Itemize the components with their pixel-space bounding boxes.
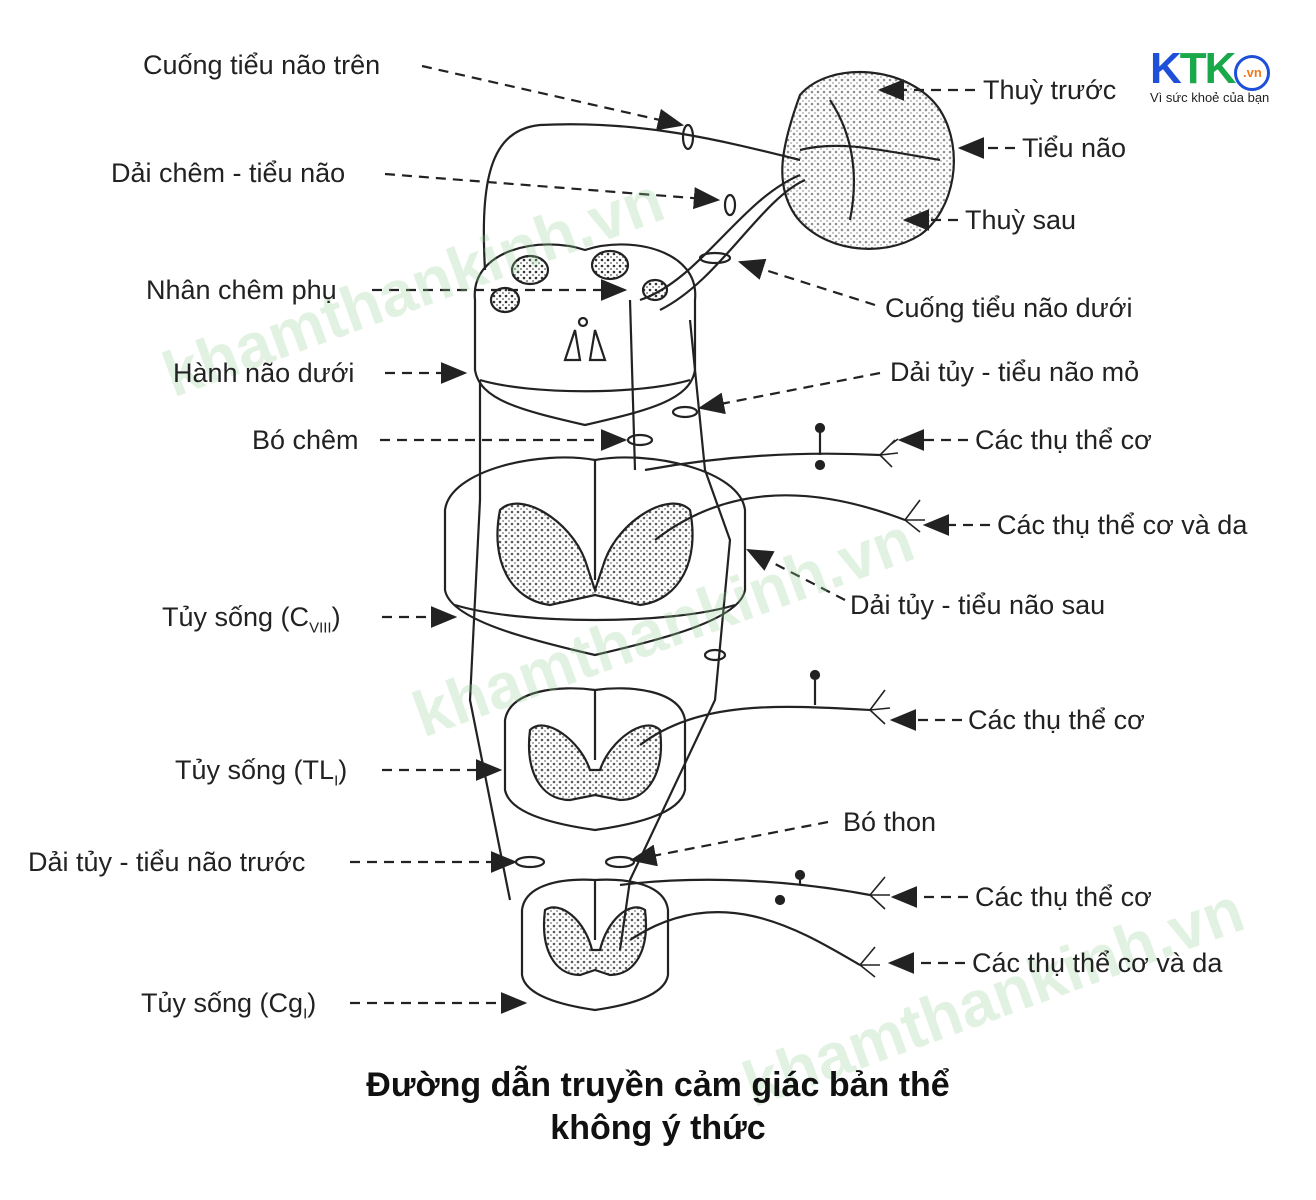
label-tieu-nao: Tiểu não	[1022, 133, 1127, 163]
label-thuy-sau: Thuỳ sau	[965, 205, 1077, 235]
label-cuong-tieu-nao-duoi: Cuống tiểu não dưới	[885, 293, 1133, 323]
cg-section	[520, 878, 670, 1012]
tl-section	[503, 687, 687, 832]
label-bo-thon: Bó thon	[843, 807, 937, 837]
diagram-title-line2: không ý thức	[550, 1109, 766, 1147]
label-dai-tuy-tieu-nao-sau: Dải tủy - tiểu não sau	[850, 590, 1106, 620]
label-thu-the-co-va-da: Các thụ thể cơ và da	[972, 948, 1223, 978]
label-tuy-song-c8: Tủy sống (CVIII)	[162, 602, 341, 637]
diagram-title-line1: Đường dẫn truyền cảm giác bản thể	[366, 1066, 950, 1104]
label-dai-tuy-tieu-nao-mo: Dải tủy - tiểu não mỏ	[890, 357, 1140, 387]
label-nhan-chem-phu: Nhân chêm phụ	[146, 275, 337, 305]
receptor-icons	[859, 438, 925, 978]
label-thuy-truoc: Thuỳ trước	[983, 75, 1117, 105]
label-thu-the-co: Các thụ thể cơ	[968, 705, 1145, 735]
label-bo-chem: Bó chêm	[252, 425, 359, 455]
label-tuy-song-cg1: Tủy sống (CgI)	[141, 988, 317, 1023]
label-thu-the-co-va-da: Các thụ thể cơ và da	[997, 510, 1248, 540]
cerebellum	[781, 70, 955, 250]
label-thu-the-co: Các thụ thể cơ	[975, 425, 1152, 455]
ktk-logo: KTK.vn Vì sức khoẻ của bạn	[1150, 44, 1271, 105]
label-dai-chem-tieu-nao: Dải chêm - tiểu não	[111, 158, 346, 188]
label-cuong-tieu-nao-tren: Cuống tiểu não trên	[143, 50, 381, 80]
c8-section	[443, 456, 747, 657]
label-hanh-nao-duoi: Hành não dưới	[173, 358, 355, 388]
label-tuy-song-tl1: Tủy sống (TLI)	[175, 755, 348, 790]
label-dai-tuy-tieu-nao-truoc: Dải tủy - tiểu não trước	[28, 847, 306, 877]
label-thu-the-co: Các thụ thể cơ	[975, 882, 1152, 912]
